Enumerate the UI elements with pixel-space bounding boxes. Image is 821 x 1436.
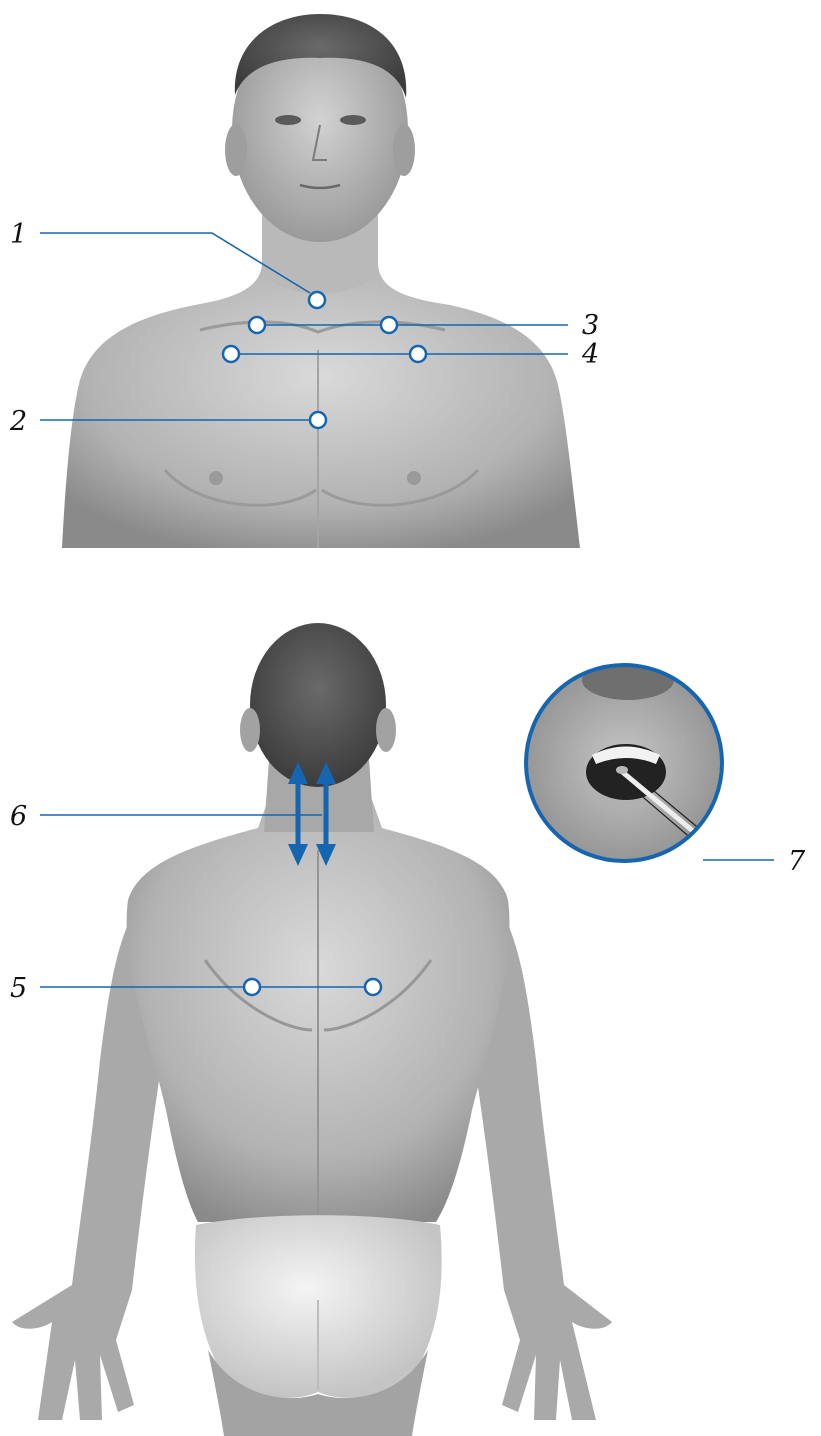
front-right-eye [340, 115, 366, 125]
callout-4-marker-right [410, 346, 426, 362]
label-1: 1 [10, 219, 27, 250]
front-left-ear [225, 124, 247, 176]
mouth-inset [526, 660, 722, 861]
callout-4-marker-left [223, 346, 239, 362]
front-left-nipple [209, 471, 223, 485]
callout-3-marker-left [249, 317, 265, 333]
label-3: 3 [582, 310, 599, 341]
inset-swab-tip [616, 766, 628, 774]
label-6: 6 [10, 801, 27, 832]
label-2: 2 [9, 406, 27, 437]
front-figure [62, 14, 580, 548]
front-right-nipple [407, 471, 421, 485]
back-figure [12, 623, 612, 1436]
callout-3-marker-right [381, 317, 397, 333]
label-4: 4 [581, 339, 599, 370]
back-right-ear [376, 708, 396, 752]
callout-5-marker-right [365, 979, 381, 995]
callout-5-marker-left [244, 979, 260, 995]
callout-2-marker [310, 412, 326, 428]
front-left-eye [275, 115, 301, 125]
back-left-ear [240, 708, 260, 752]
front-right-ear [393, 124, 415, 176]
label-7: 7 [788, 846, 806, 877]
callout-1-marker [309, 292, 325, 308]
back-head [250, 623, 386, 787]
label-5: 5 [10, 973, 27, 1004]
